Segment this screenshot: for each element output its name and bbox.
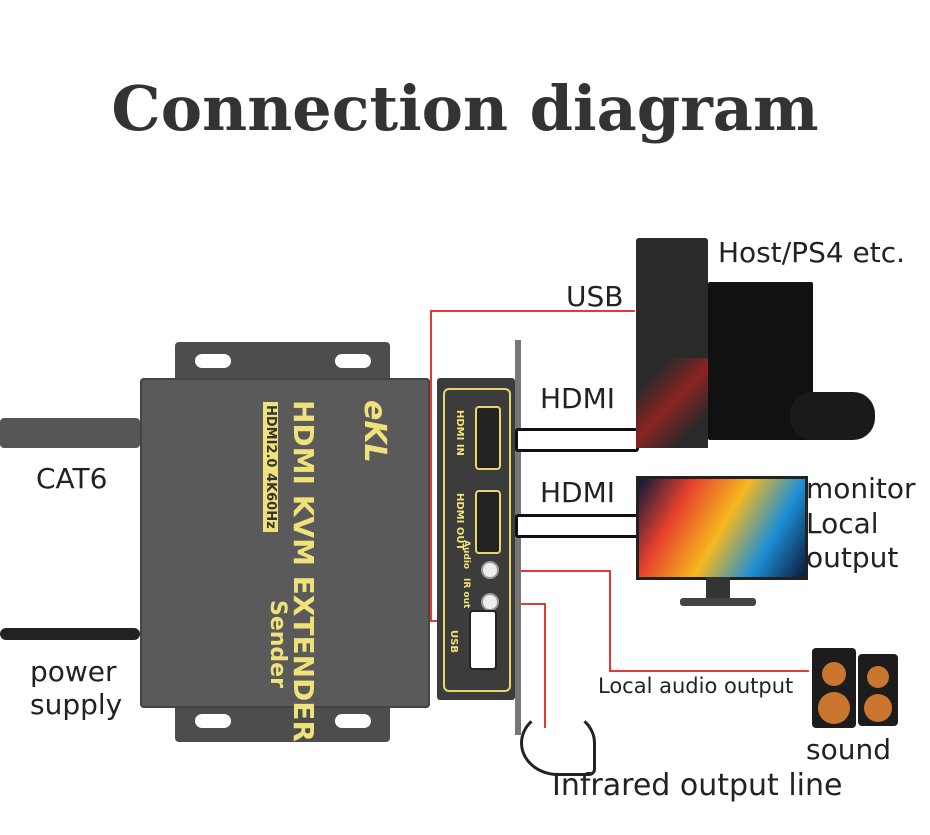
- hdmi-in-port[interactable]: [475, 406, 501, 470]
- device-role: Sender: [265, 600, 290, 688]
- brand-logo: eKL: [357, 400, 392, 463]
- monitor-label: monitor: [806, 472, 916, 505]
- usb-line: [430, 310, 432, 622]
- ir-out-jack[interactable]: [481, 593, 499, 611]
- infrared-cable: [520, 710, 596, 776]
- device-flange-bottom: [175, 702, 390, 742]
- cat6-cable: [0, 418, 140, 448]
- spec-hdmi: HDMI2.0: [263, 402, 278, 471]
- supply-label: supply: [30, 688, 123, 721]
- monitor: [636, 476, 808, 580]
- cat6-label: CAT6: [36, 462, 108, 495]
- sound-label: sound: [806, 733, 891, 766]
- speaker-left: [812, 648, 856, 728]
- audio-line: [515, 570, 610, 572]
- ir-out-label: IR out: [461, 578, 471, 609]
- infrared-label: Infrared output line: [552, 768, 843, 803]
- hdmi-in-label: HDMI IN: [454, 410, 465, 456]
- local-label: Local: [806, 507, 879, 540]
- usb-port-label: USB: [448, 630, 459, 653]
- speaker-right: [858, 654, 898, 726]
- usb-line: [430, 310, 635, 312]
- audio-line: [609, 570, 611, 672]
- spec-resolution: 4K60Hz: [263, 470, 278, 532]
- power-label: power: [30, 655, 117, 688]
- audio-jack[interactable]: [481, 561, 499, 579]
- page-title: Connection diagram: [111, 72, 819, 145]
- device-flange-top: [175, 342, 390, 382]
- local-audio-label: Local audio output: [598, 674, 794, 698]
- port-panel: HDMI IN HDMI OUT Audio IR out USB: [437, 378, 515, 700]
- device-name: HDMI KVM EXTENDER: [287, 400, 320, 742]
- ir-line: [544, 603, 546, 728]
- usb-label: USB: [566, 280, 624, 313]
- game-controller-icon: [790, 392, 875, 440]
- audio-line: [609, 670, 809, 672]
- output-label: output: [806, 541, 899, 574]
- hdmi-in-cable-label: HDMI: [540, 382, 616, 415]
- monitor-stand: [706, 577, 730, 599]
- kvm-extender-sender: eKL HDMI KVM EXTENDER HDMI2.0 4K60Hz Sen…: [140, 378, 430, 742]
- usb-port[interactable]: [469, 610, 497, 670]
- audio-label: Audio: [461, 540, 471, 570]
- hdmi-out-port[interactable]: [475, 490, 501, 554]
- ir-line: [515, 603, 545, 605]
- monitor-base: [680, 598, 756, 606]
- hdmi-out-cable-label: HDMI: [540, 476, 616, 509]
- host-label: Host/PS4 etc.: [718, 236, 906, 269]
- host-pc: [636, 238, 708, 448]
- hdmi-cable-out: [515, 514, 639, 538]
- power-cable: [0, 628, 140, 640]
- hdmi-cable-in: [515, 428, 639, 452]
